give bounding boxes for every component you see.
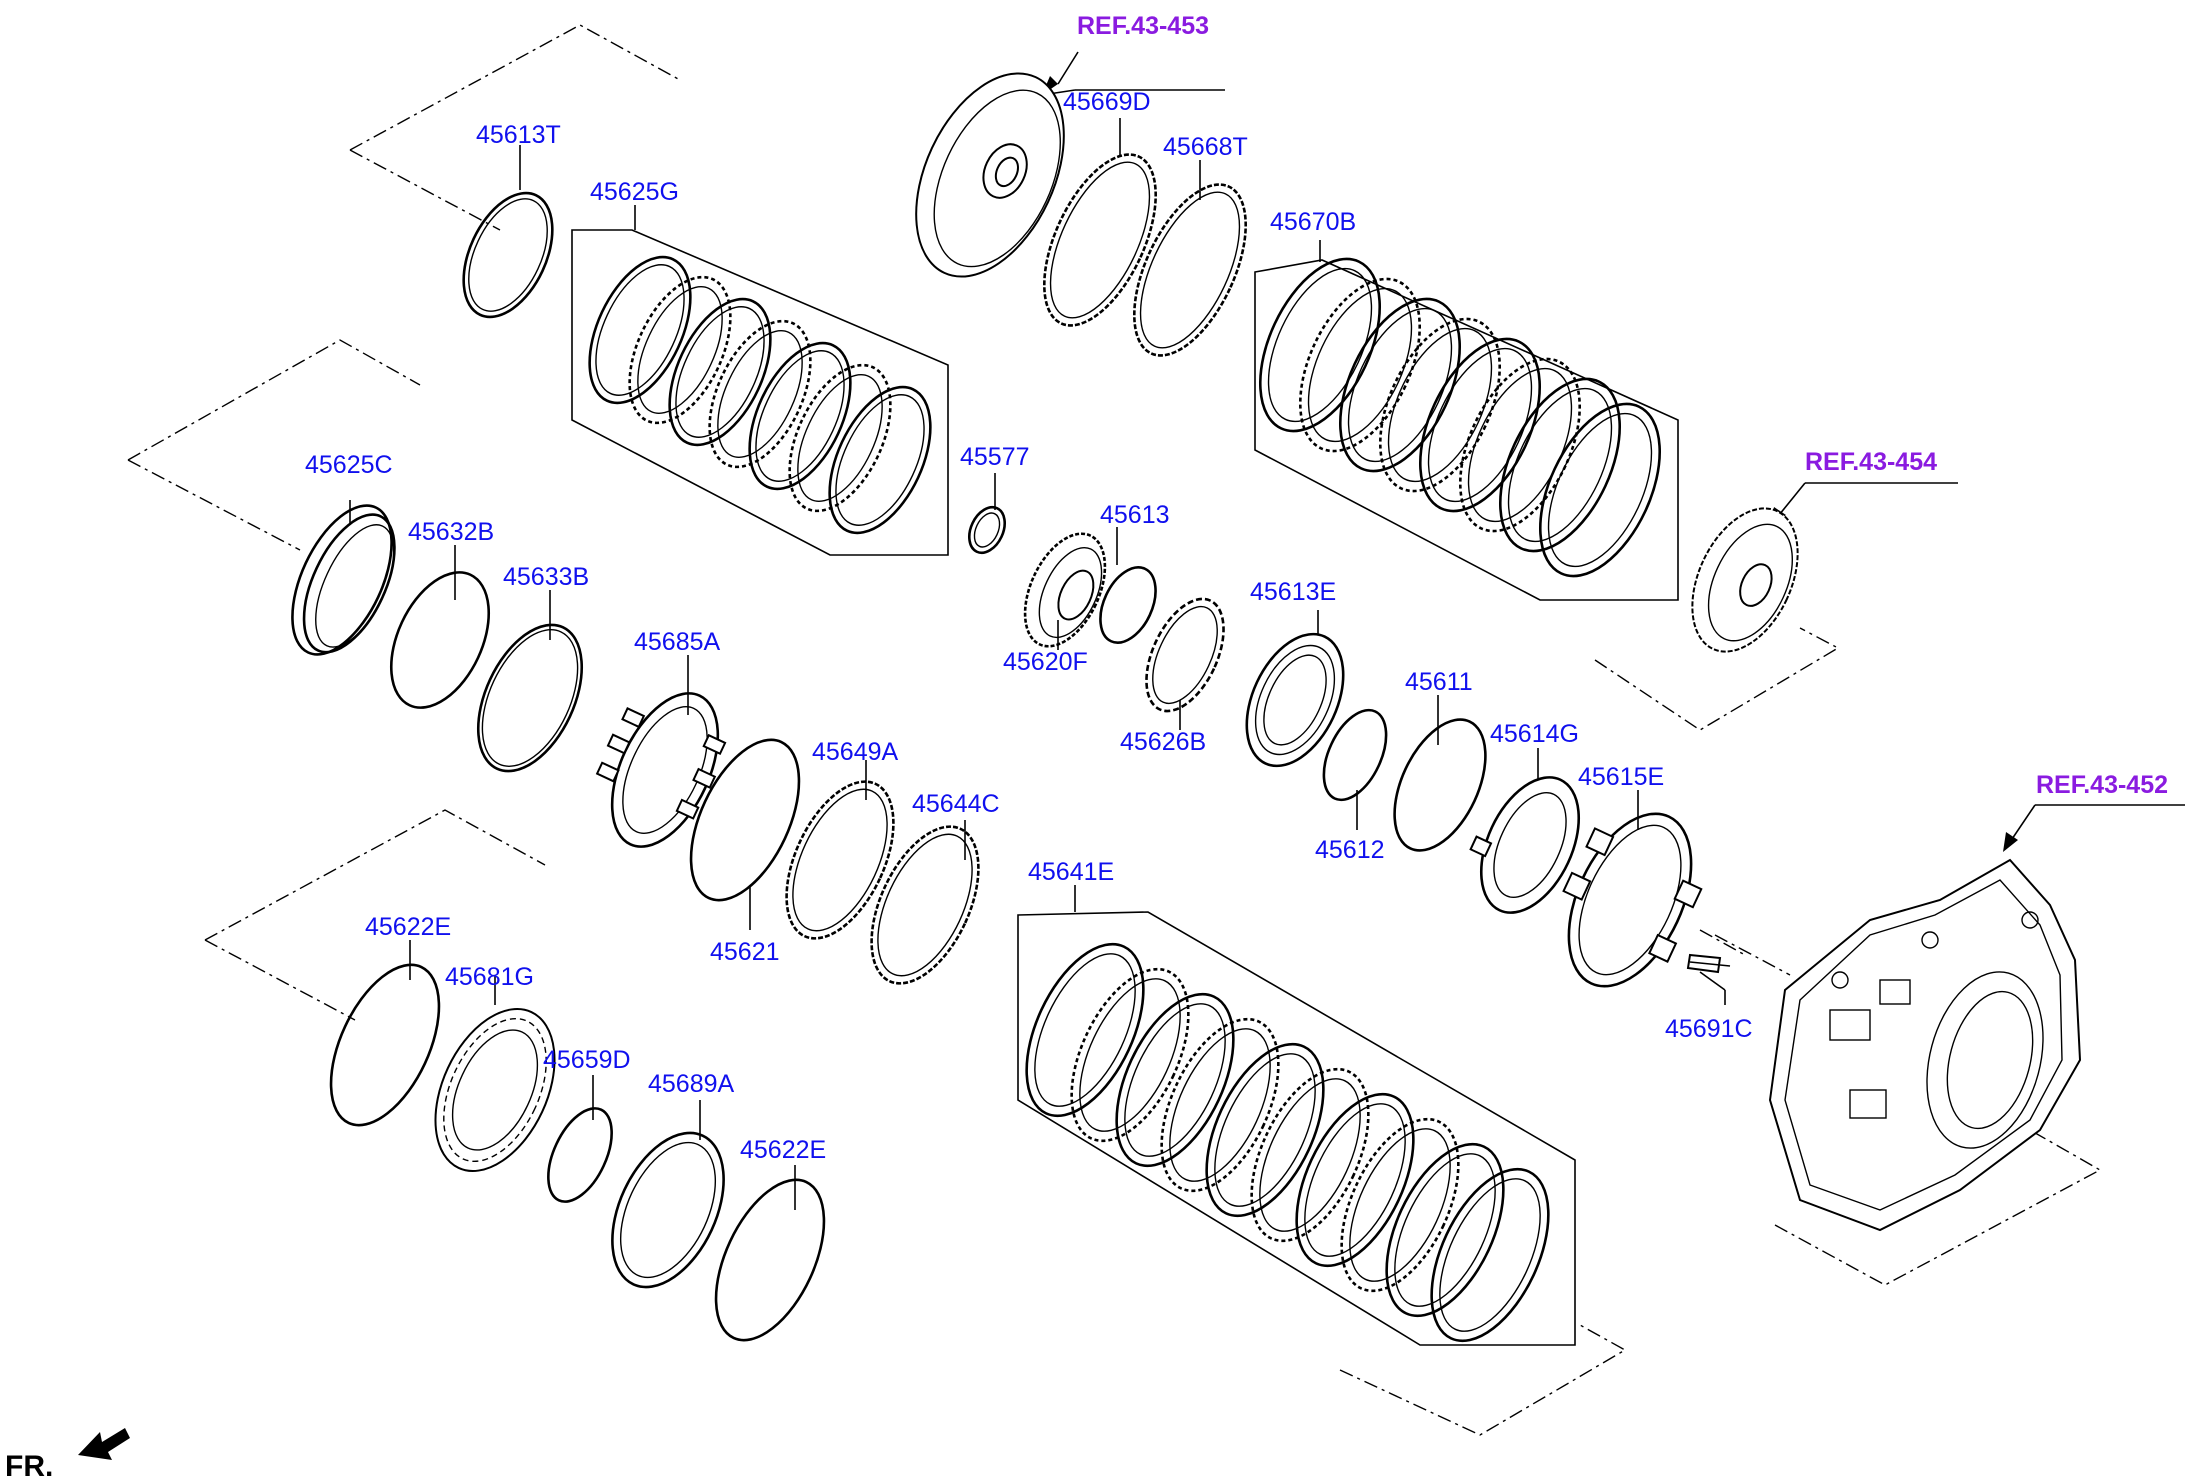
- leader-lines: [349, 51, 2185, 1210]
- label-45611[interactable]: 45611: [1405, 668, 1473, 696]
- plate-45644C: [870, 825, 980, 985]
- label-45577[interactable]: 45577: [960, 443, 1030, 471]
- spring-retainer-45685A: [595, 692, 727, 848]
- label-45659D[interactable]: 45659D: [543, 1046, 631, 1074]
- label-45689A[interactable]: 45689A: [648, 1070, 735, 1098]
- label-45644C[interactable]: 45644C: [912, 790, 1000, 818]
- group-box-45641E: [1017, 911, 1576, 1346]
- label-45621[interactable]: 45621: [710, 938, 780, 966]
- label-45633B[interactable]: 45633B: [503, 563, 589, 591]
- label-45613[interactable]: 45613: [1100, 501, 1170, 529]
- group-outline-bottom: [1339, 1324, 1627, 1436]
- label-45625C[interactable]: 45625C: [305, 451, 393, 479]
- housing-45615E: [1562, 812, 1703, 988]
- label-45625G[interactable]: 45625G: [590, 178, 679, 206]
- label-45649A[interactable]: 45649A: [812, 738, 899, 766]
- clutch-pack-45670B: [1258, 257, 1662, 578]
- piston-45614G: [1469, 776, 1581, 914]
- label-45685A[interactable]: 45685A: [634, 628, 721, 656]
- retainer-45613E: [1245, 632, 1345, 768]
- label-45670B[interactable]: 45670B: [1270, 208, 1356, 236]
- label-45691C[interactable]: 45691C: [1665, 1015, 1753, 1043]
- transmission-case-ref-43-452: [1768, 858, 2082, 1232]
- drum-45681G: [434, 1008, 556, 1172]
- seal-ring-45611: [1393, 718, 1487, 852]
- group-box-45670B: [1254, 259, 1679, 601]
- hub-45620F: [1023, 532, 1107, 648]
- label-45622E-upper[interactable]: 45622E: [365, 913, 451, 941]
- snap-ring-45613: [1099, 566, 1157, 644]
- label-45622E-lower[interactable]: 45622E: [740, 1136, 826, 1164]
- group-box-45625G: [571, 229, 949, 556]
- clutch-pack-45625G: [588, 255, 932, 535]
- label-45615E[interactable]: 45615E: [1578, 763, 1664, 791]
- label-45613E[interactable]: 45613E: [1250, 578, 1336, 606]
- snap-ring-45621: [689, 738, 801, 902]
- plate-45668T: [1133, 183, 1247, 357]
- seal-ring-45632B: [389, 571, 491, 709]
- group-outline-mid-left: [127, 339, 421, 551]
- plate-45669D: [1043, 153, 1157, 327]
- snap-ring-45622E-lower: [714, 1178, 826, 1342]
- clutch-pack-45641E: [1025, 942, 1550, 1343]
- snap-ring-45659D: [547, 1107, 613, 1203]
- bolt-45691C: [1686, 953, 1731, 974]
- label-45669D[interactable]: 45669D: [1063, 88, 1151, 116]
- seal-ring-45633B: [476, 623, 584, 773]
- bearing-45626B: [1145, 597, 1225, 713]
- retainer-45689A: [611, 1131, 725, 1289]
- label-45681G[interactable]: 45681G: [445, 963, 534, 991]
- plate-45649A: [785, 780, 895, 940]
- label-45620F[interactable]: 45620F: [1003, 648, 1088, 676]
- snap-ring-45622E-upper: [329, 963, 441, 1127]
- seal-ring-45612: [1322, 708, 1388, 802]
- label-45668T[interactable]: 45668T: [1163, 133, 1248, 161]
- label-45613T[interactable]: 45613T: [476, 121, 561, 149]
- front-direction-arrow: [78, 1428, 130, 1460]
- washer-45577: [968, 505, 1006, 555]
- group-outline-right-gear: [1594, 627, 1840, 731]
- ref-43-454[interactable]: REF.43-454: [1805, 448, 1937, 476]
- label-45614G[interactable]: 45614G: [1490, 720, 1579, 748]
- label-45632B[interactable]: 45632B: [408, 518, 494, 546]
- label-45612[interactable]: 45612: [1315, 836, 1385, 864]
- group-outline-case: [1699, 929, 2102, 1286]
- ref-43-453[interactable]: REF.43-453: [1077, 12, 1209, 40]
- ref-43-452[interactable]: REF.43-452: [2036, 771, 2168, 799]
- label-45626B[interactable]: 45626B: [1120, 728, 1206, 756]
- clutch-drum-45625C: [291, 504, 396, 656]
- gear-assembly-ref-43-454: [1691, 507, 1799, 653]
- oil-pump-45669D: [915, 72, 1065, 278]
- group-outline-lower-left: [204, 809, 546, 1021]
- group-outline-upper-left: [349, 24, 681, 231]
- label-45641E[interactable]: 45641E: [1028, 858, 1114, 886]
- front-direction-label: FR.: [5, 1450, 53, 1483]
- snap-ring-45613T: [462, 191, 554, 319]
